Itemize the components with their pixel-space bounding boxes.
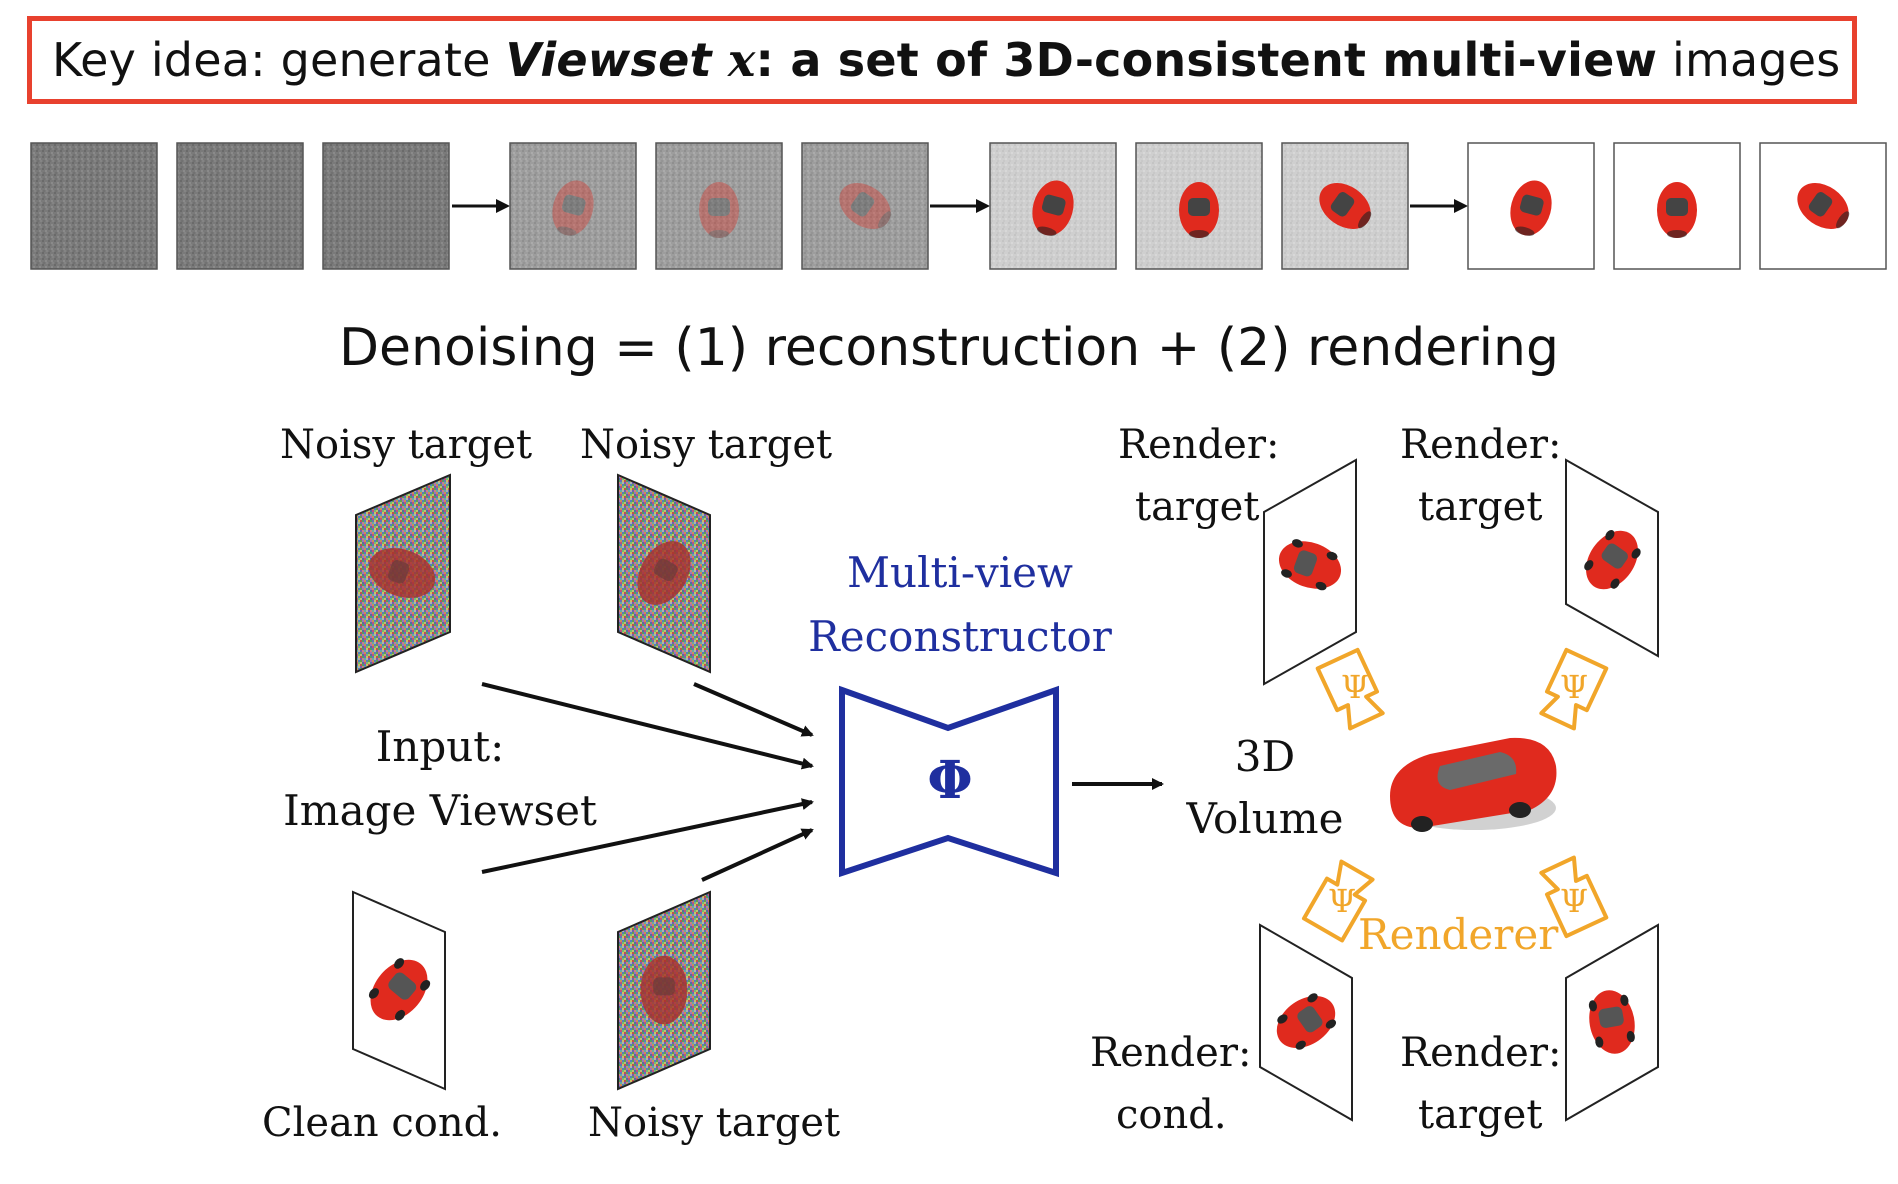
input-label-line1: Input: — [375, 722, 505, 771]
render-label-bottom-right-2: target — [1418, 1092, 1543, 1138]
render-label-top-left-2: target — [1135, 484, 1260, 530]
clean-cond-panel — [352, 890, 446, 1091]
stage-arrow-3-head — [1454, 199, 1468, 213]
reconstructor-label-line2: Reconstructor — [808, 612, 1112, 661]
input-arrow-3 — [481, 798, 814, 874]
render-label-top-right-1: Render: — [1400, 422, 1562, 468]
partial-noise-frame-3 — [801, 142, 929, 270]
input-arrow-4 — [701, 828, 814, 882]
noise-frame-3 — [322, 142, 450, 270]
volume-label-line1: 3D — [1234, 732, 1296, 781]
noisy-target-panel-3 — [617, 890, 711, 1091]
key-idea-suffix: images — [1657, 33, 1841, 87]
viewset-word: Viewset — [505, 33, 712, 87]
noisy-target-label-3: Noisy target — [588, 1100, 841, 1146]
viewset-variable: x — [727, 33, 756, 87]
partial-noise-frame-2 — [655, 142, 783, 270]
renderer-label: Renderer — [1358, 910, 1559, 959]
render-label-cond-1: Render: — [1090, 1030, 1252, 1076]
denoising-progression-strip — [30, 142, 1887, 270]
partial-noise-frame-1 — [509, 142, 637, 270]
key-idea-prefix: Key idea: generate — [52, 33, 506, 87]
clean-frame-3 — [1759, 142, 1887, 270]
render-target-panel-top-left — [1263, 458, 1357, 686]
render-label-top-right-2: target — [1418, 484, 1543, 530]
light-noise-frame-1 — [989, 142, 1117, 270]
stage-arrow-1-head — [496, 199, 510, 213]
clean-frame-2 — [1613, 142, 1741, 270]
clean-cond-label: Clean cond. — [262, 1100, 502, 1146]
phi-symbol: Φ — [927, 750, 973, 811]
volume-label-line2: Volume — [1186, 794, 1344, 843]
render-label-top-left-1: Render: — [1118, 422, 1280, 468]
noise-frame-2 — [176, 142, 304, 270]
noise-frame-1 — [30, 142, 158, 270]
noisy-target-panel-2 — [617, 473, 711, 674]
psi-label-top-right: Ψ — [1560, 668, 1589, 706]
light-noise-frame-3 — [1281, 142, 1409, 270]
reconstructor-shape — [839, 685, 1059, 878]
volume-car — [1390, 737, 1557, 832]
input-arrow-1 — [481, 682, 814, 770]
denoising-equation: Denoising = (1) reconstruction + (2) ren… — [339, 318, 1559, 378]
noisy-target-label-2: Noisy target — [580, 422, 833, 468]
psi-label-bottom-right: Ψ — [1560, 882, 1589, 920]
noisy-target-label-1: Noisy target — [280, 422, 533, 468]
render-label-cond-2: cond. — [1116, 1092, 1227, 1138]
noisy-target-panel-1 — [355, 473, 451, 674]
key-idea-box: Key idea: generate Viewset x: a set of 3… — [27, 16, 1857, 104]
psi-label-bottom-left: Ψ — [1328, 882, 1357, 920]
render-target-panel-top-right — [1565, 458, 1659, 658]
input-label-line2: Image Viewset — [283, 786, 597, 835]
light-noise-frame-2 — [1135, 142, 1263, 270]
key-idea-text: Key idea: generate Viewset x: a set of 3… — [52, 33, 1840, 87]
psi-label-top-left: Ψ — [1341, 668, 1370, 706]
clean-frame-1 — [1467, 142, 1595, 270]
input-arrow-2 — [693, 682, 814, 737]
render-cond-panel — [1259, 923, 1353, 1122]
key-idea-bold-phrase: : a set of 3D-consistent multi-view — [755, 33, 1658, 87]
render-label-bottom-right-1: Render: — [1400, 1030, 1562, 1076]
reconstructor-label-line1: Multi-view — [847, 548, 1073, 597]
stage-arrow-2-head — [976, 199, 990, 213]
render-target-panel-bottom-right — [1565, 923, 1659, 1122]
